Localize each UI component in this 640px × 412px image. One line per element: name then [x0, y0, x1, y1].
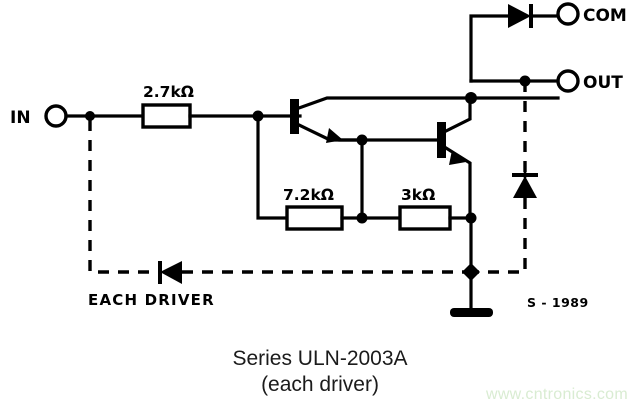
wire-base-to-bias-resistor-1: [256, 114, 289, 220]
wire-collector-to-com-diode: [469, 14, 510, 83]
output-terminal-circle: [556, 69, 580, 93]
site-watermark: www.cntronics.com: [485, 386, 628, 403]
junction-ground-dashed-node: [462, 263, 480, 281]
output-terminal-label: OUT: [583, 73, 623, 93]
bias-resistor-2-label: 3kΩ: [401, 186, 435, 204]
dashed-clamp-diode-to-ground: [478, 198, 527, 274]
each-driver-note: EACH DRIVER: [88, 291, 215, 309]
input-terminal-circle: [44, 104, 68, 128]
bias-resistor-1-label: 7.2kΩ: [283, 186, 334, 204]
com-diode-cathode-bar: [529, 4, 533, 28]
bias-resistor-1-body: [285, 205, 344, 231]
common-terminal-label: COM: [583, 6, 627, 26]
transistor-q1-base-bar: [290, 99, 299, 134]
input-terminal-label: IN: [10, 108, 31, 128]
junction-in-node: [85, 111, 95, 121]
base-resistor-label: 2.7kΩ: [143, 83, 194, 101]
each-driver-diode-triangle: [160, 261, 182, 284]
each-driver-diode-cathode-bar: [158, 261, 162, 284]
bias-resistor-2-body: [398, 205, 452, 231]
com-diode-triangle: [508, 4, 531, 28]
base-resistor-body: [141, 103, 192, 129]
dashed-in-to-each-driver-diode: [88, 120, 160, 274]
diagram-title-line1: Series ULN-2003A: [232, 347, 408, 370]
diagram-title-line2: (each driver): [261, 373, 379, 396]
transistor-q2-base-bar: [437, 122, 446, 158]
transistor-q2-collector-lead: [443, 96, 472, 134]
transistor-q1-emitter-lead: [296, 122, 357, 142]
common-terminal-circle: [556, 2, 580, 26]
transistor-q1-collector-lead: [296, 96, 474, 111]
date-stamp: S - 1989: [527, 295, 589, 310]
transistor-q2-emitter-arrow: [449, 150, 466, 165]
ground-symbol-bar: [450, 308, 493, 317]
output-clamp-diode-triangle: [513, 176, 537, 198]
